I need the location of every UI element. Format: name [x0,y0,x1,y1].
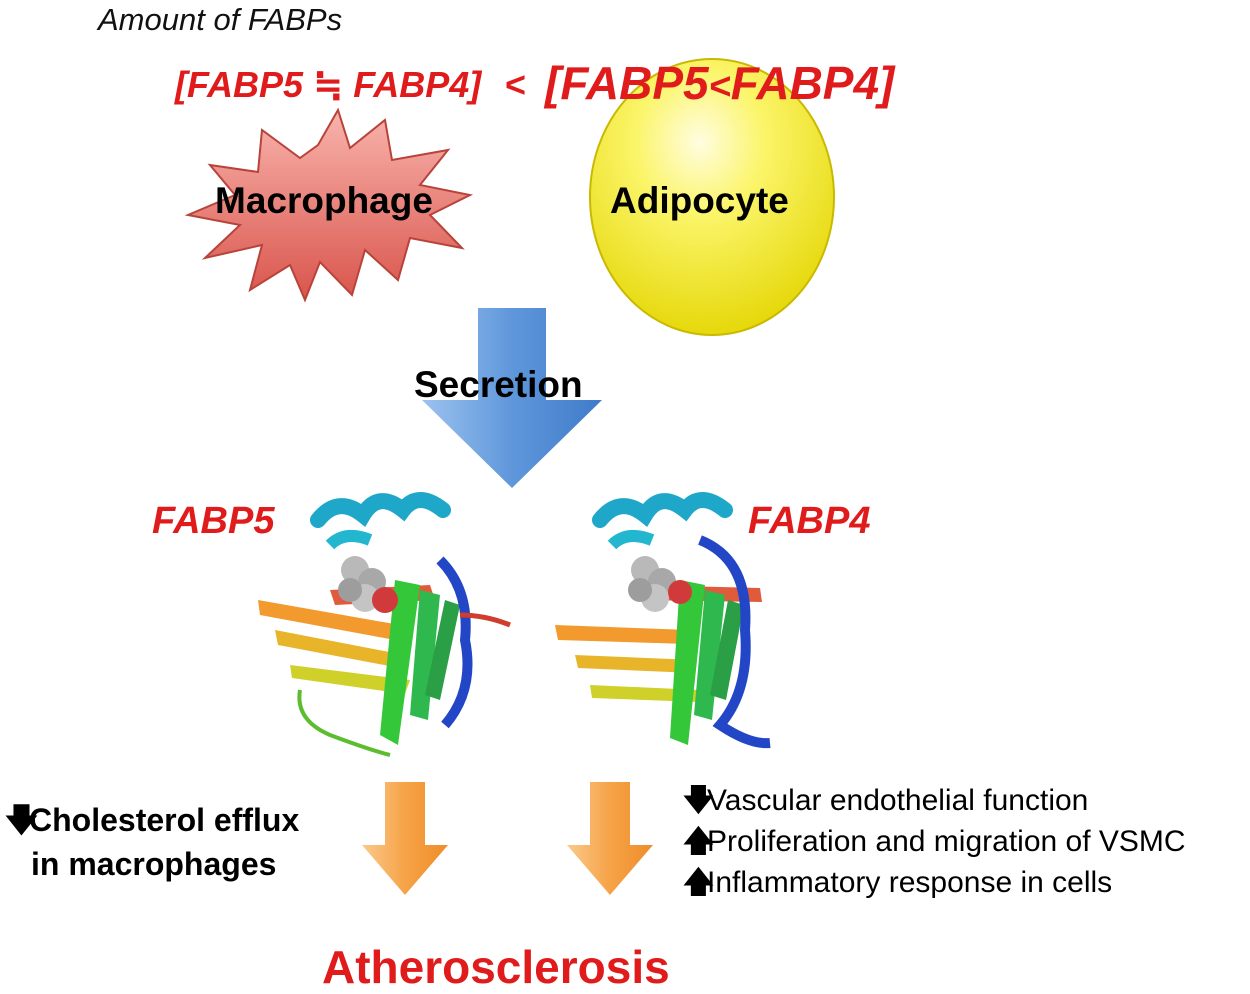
fabp4-label: FABP4 [748,500,871,542]
right-effect-line: 🡇Vascular endothelial function [683,780,1186,821]
comparison-right-lt: < [708,66,731,108]
adipocyte-cell-shape [589,58,835,336]
comparison-right-open: [FABP5 [545,57,709,109]
right-effect-arrow [567,782,653,895]
fabp5-protein-structure [258,492,511,757]
left-effect-line: 🡇Cholesterol efflux [5,798,299,842]
left-effect-line: in macrophages [5,842,299,886]
comparison-right-close: FABP4] [730,57,895,109]
left-effect-text: Cholesterol efflux [29,802,300,838]
down-arrow-icon: 🡇 [5,802,38,838]
left-effect-arrow [362,782,448,895]
down-arrow-icon: 🡇 [683,784,714,817]
up-arrow-icon: 🡅 [683,825,714,858]
atherosclerosis-label: Atherosclerosis [322,941,670,993]
right-effect-line: 🡅Inflammatory response in cells [683,862,1186,903]
right-effect-line: 🡅Proliferation and migration of VSMC [683,821,1186,862]
adipocyte-label: Adipocyte [610,180,789,221]
amount-label: Amount of FABPs [98,2,343,37]
left-effect-text: in macrophages [31,846,277,882]
fabp5-label: FABP5 [152,500,275,542]
fabp4-protein-structure [555,492,771,749]
right-effect-text: Inflammatory response in cells [707,866,1113,899]
comparison-right: [FABP5<FABP4] [545,56,894,110]
comparison-operator: < [505,64,527,105]
right-effect-text: Vascular endothelial function [707,784,1089,817]
up-arrow-icon: 🡅 [683,866,714,899]
right-effects: 🡇Vascular endothelial function 🡅Prolifer… [683,780,1186,903]
macrophage-label: Macrophage [215,180,433,221]
secretion-arrow [422,308,602,488]
comparison-left: [FABP5 ≒ FABP4] [175,64,482,105]
left-effects: 🡇Cholesterol efflux in macrophages [5,798,299,886]
right-effect-text: Proliferation and migration of VSMC [707,825,1186,858]
secretion-label: Secretion [414,364,583,405]
macrophage-cell-shape [184,107,474,303]
